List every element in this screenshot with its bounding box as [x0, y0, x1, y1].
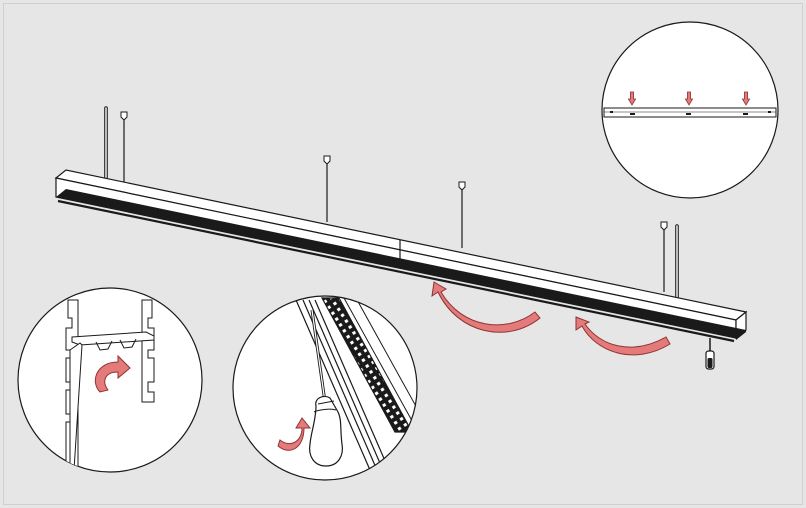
rotate-arrow-icon — [575, 316, 671, 356]
power-plug — [705, 338, 715, 370]
linear-luminaire — [54, 106, 748, 370]
detail-mounting-plate — [601, 21, 779, 199]
suspension-cable — [458, 181, 466, 248]
suspension-cable — [660, 221, 668, 292]
screwdriver-icon — [309, 309, 343, 467]
mounting-bracket — [71, 331, 155, 346]
diagram-frame — [3, 3, 803, 505]
luminaire-diffuser — [56, 189, 746, 340]
screwdriver-blade — [69, 342, 83, 471]
detail-diffuser-removal — [232, 295, 418, 481]
suspension-cable — [323, 155, 331, 222]
arrow-down-icon — [627, 91, 637, 106]
profile-rails — [295, 299, 390, 471]
rotate-arrow-icon — [95, 354, 131, 393]
rotate-arrow-icon — [277, 417, 312, 451]
arrow-down-icon — [684, 91, 694, 106]
mounting-plate — [603, 107, 777, 118]
luminaire-top-face — [54, 169, 748, 321]
arrow-down-icon — [741, 91, 751, 106]
rotate-arrow-icon — [431, 281, 541, 333]
detail-profile-section — [17, 287, 203, 473]
suspension-cable — [120, 111, 128, 185]
profile-wall-right — [141, 299, 155, 403]
